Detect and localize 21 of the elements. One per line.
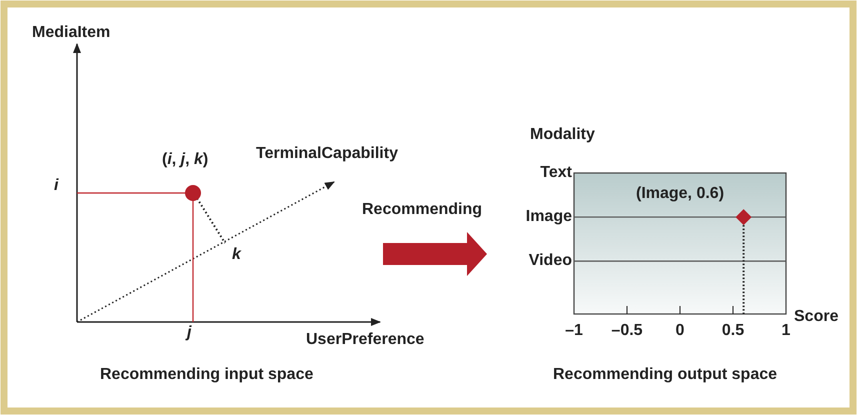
- tick-label: 1: [782, 322, 790, 340]
- category-label: Image: [526, 208, 572, 226]
- tick-label: 0: [676, 322, 684, 340]
- variable-label: j: [187, 324, 192, 342]
- tick-label: –0.5: [611, 322, 643, 340]
- panel-caption: Recommending input space: [100, 366, 314, 384]
- axis-label: TerminalCapability: [256, 145, 398, 163]
- variable-label: k: [232, 246, 241, 264]
- axis-label: UserPreference: [306, 331, 424, 349]
- axis-title: Score: [794, 308, 838, 326]
- annotation: (Image, 0.6): [636, 185, 724, 203]
- axis-label: MediaItem: [32, 24, 110, 42]
- tick-label: –1: [565, 322, 583, 340]
- category-label: Text: [540, 164, 572, 182]
- tick-label: 0.5: [722, 322, 744, 340]
- panel-caption: Recommending output space: [553, 366, 778, 384]
- axis-title: Modality: [530, 126, 595, 144]
- variable-label: i: [54, 177, 58, 195]
- point-label: (i, j, k): [162, 151, 208, 169]
- category-label: Video: [528, 252, 572, 270]
- arrow-label: Recommending: [362, 201, 482, 219]
